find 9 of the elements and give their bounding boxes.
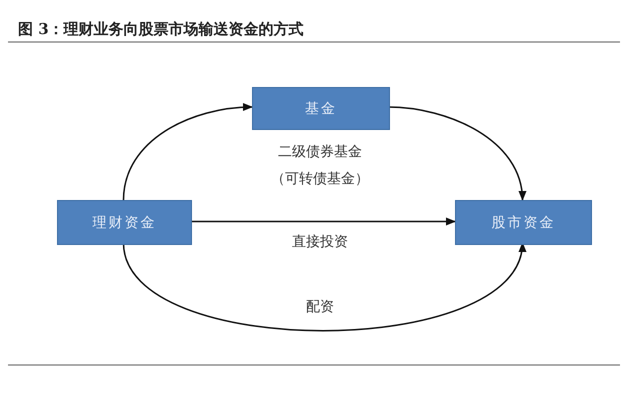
arrow bbox=[190, 218, 456, 226]
process-box: 理财资金 bbox=[57, 200, 192, 245]
figure-title: 图 3：理财业务向股票市场输送资金的方式 bbox=[18, 20, 304, 39]
edge-label: 配资 bbox=[304, 298, 336, 316]
process-box: 基金 bbox=[252, 87, 390, 130]
process-box: 股市资金 bbox=[455, 200, 592, 245]
note-text: 二级债券基金 bbox=[276, 143, 364, 161]
edge-label: 直接投资 bbox=[290, 233, 350, 251]
arrow bbox=[122, 103, 253, 200]
